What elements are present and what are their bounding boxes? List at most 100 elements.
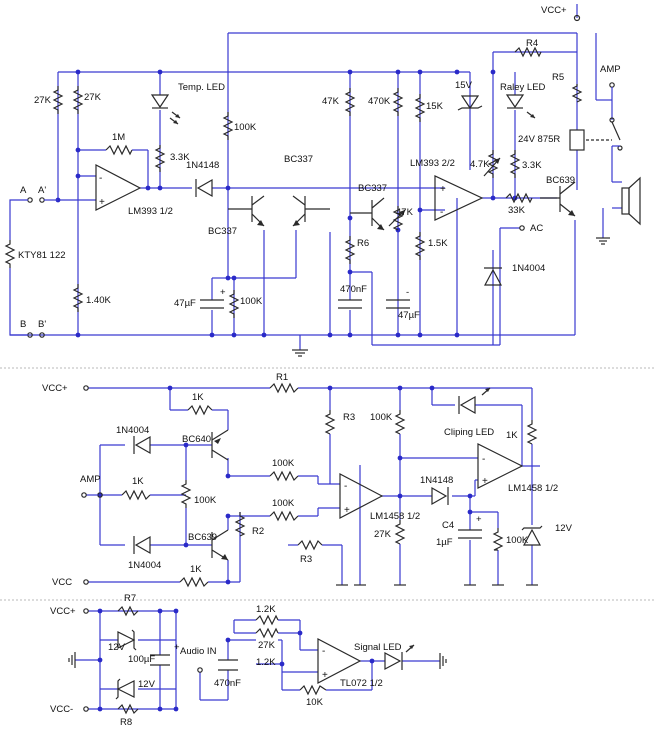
resistor-100k-b xyxy=(269,470,299,482)
diode-1n4004-b xyxy=(133,535,151,555)
label-100k-c-mid: 100K xyxy=(272,498,295,509)
label-100k-b: 100K xyxy=(240,296,263,307)
resistor-47k xyxy=(344,88,356,116)
label-1-2k-a: 1.2K xyxy=(256,604,276,615)
resistor-1k-c xyxy=(179,576,209,588)
label-1-5k: 1.5K xyxy=(428,238,448,249)
supply-section: VCC+ VCC- R7 R8 12V 12V 100µF Audio IN +… xyxy=(50,593,447,728)
label-vcc-plus-bot: VCC+ xyxy=(50,606,76,617)
resistor-1k-b xyxy=(121,489,151,501)
label-raley-led: Raley LED xyxy=(500,82,546,93)
diode-1n4148-mid xyxy=(431,486,449,506)
label-1k-d: 1K xyxy=(506,430,518,441)
resistor-10k xyxy=(299,684,327,696)
label-bc337-b: BC337 xyxy=(284,154,313,165)
resistor-100k-a xyxy=(180,480,192,508)
transistor-bc337-a xyxy=(228,195,265,227)
op3-plus: + xyxy=(344,505,350,516)
terminal-vcc-mid xyxy=(83,579,89,585)
resistor-100k-a xyxy=(222,112,234,140)
terminal-vcc-minus-bot xyxy=(83,706,89,712)
label-lm393-2: LM393 2/2 xyxy=(410,158,455,169)
op4-plus: + xyxy=(482,476,488,487)
transistor-bc640 xyxy=(211,429,229,461)
transistor-bc337-c xyxy=(350,197,385,231)
label-lm1458-a: LM1458 1/2 xyxy=(370,511,420,522)
label-27k-bot: 27K xyxy=(258,640,276,651)
resistor-r3a xyxy=(324,410,336,435)
audio-in-terminal xyxy=(197,667,203,673)
label-vcc-plus-mid: VCC+ xyxy=(42,383,68,394)
label-r8: R8 xyxy=(120,717,132,728)
label-27k-b: 27K xyxy=(84,92,102,103)
label-vcc-mid: VCC xyxy=(52,577,72,588)
terminal-a xyxy=(9,197,58,240)
resistor-470k xyxy=(392,88,404,116)
label-r2: R2 xyxy=(252,526,264,537)
junction-dots-middle xyxy=(97,385,473,585)
label-r5: R5 xyxy=(552,72,564,83)
label-470n: 470nF xyxy=(340,284,367,295)
op1-minus: - xyxy=(99,173,102,184)
opamp-lm1458-a: - + xyxy=(339,473,384,519)
terminal-amp-mid xyxy=(81,492,103,498)
resistor-27k-b xyxy=(72,86,84,114)
wires-bottom xyxy=(75,610,440,710)
terminal-vcc-plus-mid xyxy=(83,385,89,391)
resistor-3-3k-a xyxy=(154,145,166,172)
label-bc639-top: BC639 xyxy=(546,175,575,186)
capacitor-100u xyxy=(150,654,170,666)
resistor-47k-b xyxy=(388,206,406,231)
ac-terminal xyxy=(519,225,525,231)
capacitor-470n xyxy=(338,299,362,309)
cap-a-plus: + xyxy=(220,287,226,298)
capacitor-47u-a xyxy=(200,299,224,309)
label-r4: R4 xyxy=(526,38,538,49)
label-r1: R1 xyxy=(276,372,288,383)
opamp-lm393-1: - + xyxy=(95,164,142,211)
label-vcc-top: VCC+ xyxy=(541,5,567,16)
cap-c4-plus: + xyxy=(476,514,482,525)
label-1k-c: 1K xyxy=(190,564,202,575)
ground-top xyxy=(292,335,308,357)
opamp-tl072: - + xyxy=(317,638,362,684)
cap-b-minus: - xyxy=(406,287,409,298)
wires-middle xyxy=(88,387,540,585)
label-27k-a: 27K xyxy=(34,95,52,106)
label-signal-led: Signal LED xyxy=(354,642,402,653)
label-1k-a: 1K xyxy=(192,392,204,403)
label-1n4004-top: 1N4004 xyxy=(512,263,545,274)
resistor-1k-d xyxy=(526,420,538,445)
label-relay: 24V 875R xyxy=(518,134,560,145)
led-temp xyxy=(150,94,181,125)
resistor-r1 xyxy=(269,382,299,394)
label-r7: R7 xyxy=(124,593,136,604)
zener-15v xyxy=(457,95,483,111)
capacitor-c4 xyxy=(458,529,482,539)
resistor-27k-mid xyxy=(394,520,406,545)
op5-minus: - xyxy=(322,646,325,657)
label-bc337-c: BC337 xyxy=(358,183,387,194)
label-bc639-mid: BC639 xyxy=(188,532,217,543)
label-r3a: R3 xyxy=(343,412,355,423)
vcc-terminal xyxy=(573,4,581,22)
resistor-27k-a xyxy=(52,86,64,114)
label-47k-b: 47K xyxy=(396,207,414,218)
label-33k: 33K xyxy=(508,205,526,216)
relay-switch xyxy=(609,117,623,151)
label-1-40k: 1.40K xyxy=(86,295,111,306)
terminal-b xyxy=(9,268,45,338)
top-section: VCC+ xyxy=(4,4,641,357)
resistor-100k-d xyxy=(394,410,406,435)
label-100k-b-mid: 100K xyxy=(272,458,295,469)
junction-dots-bottom xyxy=(97,608,375,712)
capacitor-47u-b xyxy=(386,299,410,309)
op4-minus: - xyxy=(482,454,485,465)
zener-12v-a xyxy=(117,629,137,651)
op2-plus: + xyxy=(440,184,446,195)
label-27k-mid: 27K xyxy=(374,529,392,540)
resistor-3-3k-b xyxy=(509,150,521,178)
label-kty: KTY81 122 xyxy=(18,250,66,261)
speaker-icon xyxy=(621,176,641,226)
